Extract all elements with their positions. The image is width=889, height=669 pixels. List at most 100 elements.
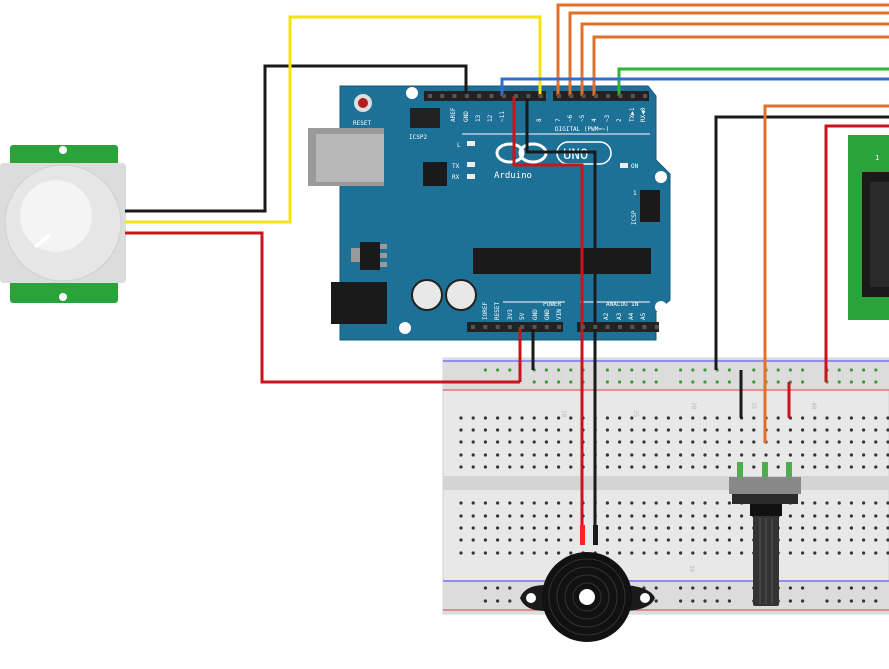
wire-lcd-black bbox=[714, 115, 889, 370]
rail-hole bbox=[569, 368, 573, 372]
breadboard-hole bbox=[605, 526, 610, 530]
breadboard-hole bbox=[483, 538, 487, 542]
breadboard-hole bbox=[496, 538, 500, 542]
breadboard-hole bbox=[508, 501, 512, 505]
microcontroller-chip bbox=[473, 248, 651, 274]
breadboard-hole bbox=[642, 501, 646, 505]
breadboard-hole bbox=[618, 501, 622, 505]
breadboard-hole bbox=[886, 501, 889, 505]
breadboard-hole bbox=[752, 453, 756, 457]
breadboard-hole bbox=[508, 465, 512, 469]
breadboard-hole bbox=[862, 416, 866, 420]
breadboard-hole bbox=[557, 526, 561, 530]
rail-hole bbox=[849, 586, 854, 590]
rail-hole bbox=[874, 380, 878, 384]
breadboard-hole bbox=[557, 501, 561, 505]
potentiometer bbox=[729, 462, 801, 606]
rail-hole bbox=[532, 380, 536, 384]
header-pin bbox=[538, 94, 543, 98]
breadboard-hole bbox=[874, 526, 878, 530]
breadboard-hole bbox=[654, 453, 658, 457]
pin-label: 8 bbox=[536, 118, 543, 122]
rail-hole bbox=[837, 380, 841, 384]
breadboard-hole bbox=[849, 416, 854, 420]
breadboard-hole bbox=[715, 514, 719, 518]
rail-hole bbox=[508, 599, 512, 603]
breadboard-hole bbox=[630, 453, 634, 457]
digital-header-left bbox=[424, 91, 546, 101]
rail-hole bbox=[825, 599, 829, 603]
breadboard-hole bbox=[544, 551, 549, 555]
col-label: 30 bbox=[688, 565, 695, 573]
pin-label: 4 bbox=[591, 118, 598, 122]
rail-hole bbox=[679, 368, 683, 372]
rail-hole bbox=[874, 368, 878, 372]
breadboard-hole bbox=[532, 416, 536, 420]
breadboard-hole bbox=[788, 453, 793, 457]
breadboard-hole bbox=[813, 551, 817, 555]
header-pin bbox=[471, 325, 475, 329]
breadboard-hole bbox=[496, 465, 500, 469]
pin-label: TX▶1 bbox=[629, 107, 636, 122]
header-pin bbox=[526, 94, 531, 98]
breadboard-hole bbox=[801, 551, 805, 555]
header-pin bbox=[593, 94, 598, 98]
breadboard-hole bbox=[471, 514, 475, 518]
rail-hole bbox=[825, 586, 829, 590]
pin-label: VIN bbox=[556, 309, 563, 320]
breadboard-hole bbox=[691, 551, 695, 555]
uno-label: UNO bbox=[563, 147, 588, 163]
breadboard-hole bbox=[703, 551, 707, 555]
breadboard-hole bbox=[886, 514, 889, 518]
breadboard-hole bbox=[569, 416, 573, 420]
breadboard-hole bbox=[654, 416, 658, 420]
breadboard-hole bbox=[752, 465, 756, 469]
breadboard-hole bbox=[630, 428, 634, 432]
rail-hole bbox=[801, 586, 805, 590]
rail-hole bbox=[801, 380, 805, 384]
header-pin bbox=[483, 325, 488, 329]
header-pin bbox=[581, 94, 586, 98]
breadboard-hole bbox=[837, 551, 841, 555]
breadboard-hole bbox=[666, 428, 671, 432]
breadboard-hole bbox=[630, 465, 634, 469]
breadboard-hole bbox=[727, 551, 732, 555]
breadboard-hole bbox=[703, 526, 707, 530]
breadboard-hole bbox=[557, 416, 561, 420]
rail-hole bbox=[862, 586, 866, 590]
rail-hole bbox=[715, 380, 719, 384]
col-label: 40 bbox=[810, 402, 817, 410]
breadboard-hole bbox=[801, 453, 805, 457]
breadboard-hole bbox=[813, 440, 817, 444]
breadboard-hole bbox=[703, 416, 707, 420]
breadboard-hole bbox=[520, 453, 524, 457]
breadboard-hole bbox=[727, 526, 732, 530]
header-pin bbox=[428, 94, 432, 98]
pin-label: 2 bbox=[616, 118, 623, 122]
breadboard-hole bbox=[862, 538, 866, 542]
rail-hole bbox=[630, 368, 634, 372]
breadboard-hole bbox=[703, 538, 707, 542]
breadboard-hole bbox=[508, 428, 512, 432]
rail-hole bbox=[630, 380, 634, 384]
rail-hole bbox=[874, 599, 878, 603]
breadboard-hole bbox=[508, 526, 512, 530]
breadboard-hole bbox=[666, 416, 671, 420]
breadboard-hole bbox=[788, 514, 793, 518]
rail-hole bbox=[544, 368, 549, 372]
rail-hole bbox=[691, 380, 695, 384]
wire-pir-red bbox=[125, 231, 520, 384]
breadboard-hole bbox=[715, 551, 719, 555]
breadboard-hole bbox=[813, 416, 817, 420]
digital-label: DIGITAL (PWM=~) bbox=[555, 126, 609, 133]
wire-pin2 bbox=[617, 67, 889, 96]
breadboard-hole bbox=[740, 538, 744, 542]
breadboard-hole bbox=[837, 465, 841, 469]
rail-hole bbox=[496, 368, 500, 372]
breadboard-hole bbox=[703, 428, 707, 432]
header-pin bbox=[593, 325, 598, 329]
breadboard-hole bbox=[642, 551, 646, 555]
breadboard-hole bbox=[618, 538, 622, 542]
led-l-label: L bbox=[457, 142, 461, 149]
breadboard-hole bbox=[569, 440, 573, 444]
